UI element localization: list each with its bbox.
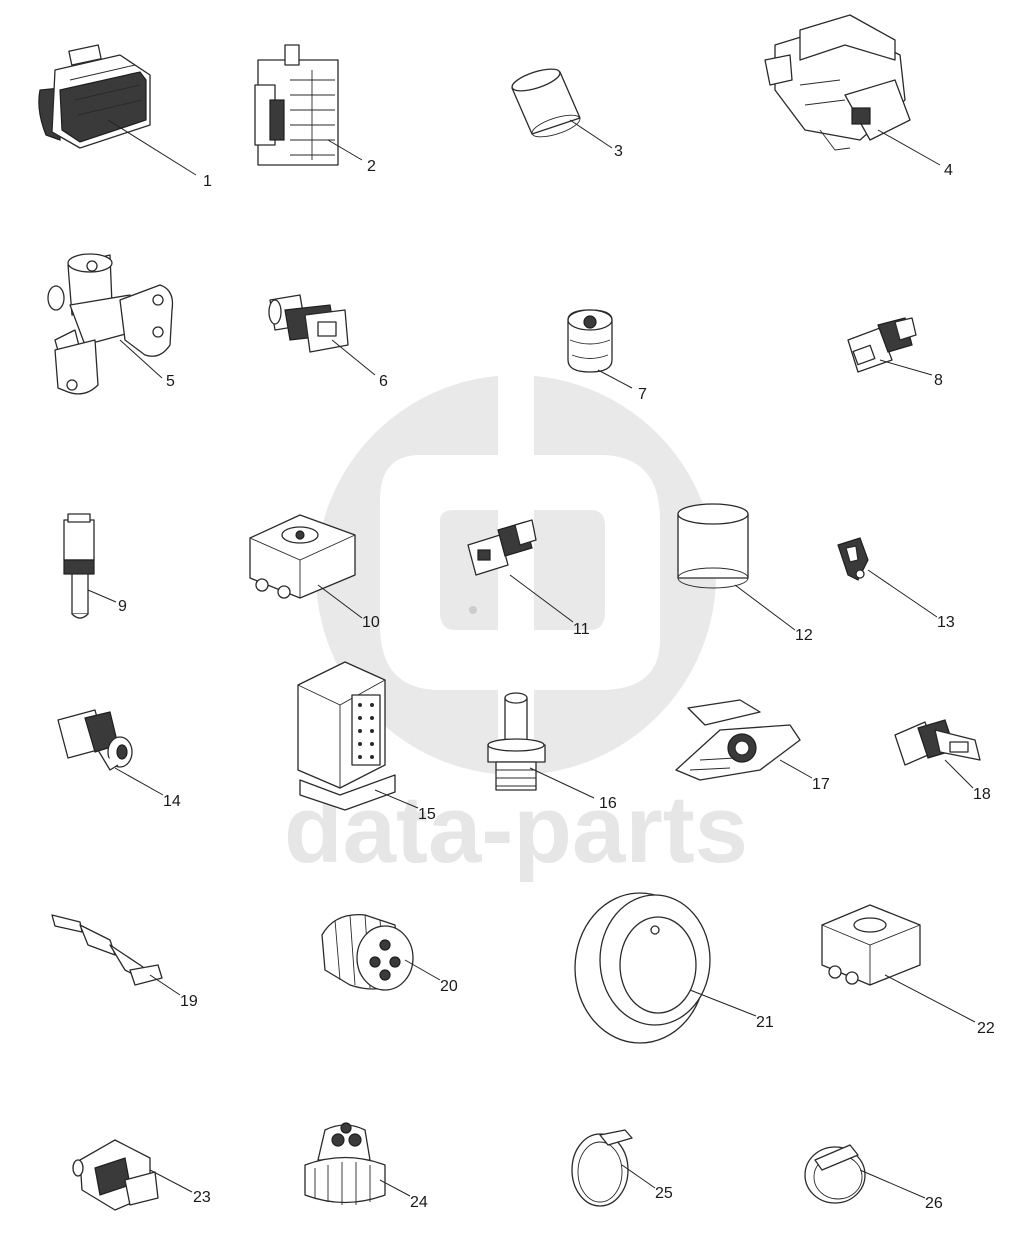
part-2-rect-connector (254, 44, 339, 166)
part-11-small-connector (467, 519, 537, 576)
callout-15: 15 (418, 806, 436, 823)
part-9-sensor (63, 513, 95, 619)
callout-20: 20 (440, 978, 458, 995)
part-19-terminal (51, 914, 163, 986)
part-14-connector (57, 709, 133, 771)
part-13-clip (837, 537, 869, 581)
callout-labels: 1 2 3 4 5 6 7 8 9 10 11 12 13 14 15 16 1… (118, 143, 995, 1212)
callout-10: 10 (362, 614, 380, 631)
callout-6: 6 (379, 373, 388, 390)
callout-25: 25 (655, 1185, 673, 1202)
callout-14: 14 (163, 793, 181, 810)
callout-18: 18 (973, 786, 991, 803)
callout-3: 3 (614, 143, 623, 160)
callout-8: 8 (934, 372, 943, 389)
callout-22: 22 (977, 1020, 995, 1037)
callout-26: 26 (925, 1195, 943, 1212)
leader-lines (87, 119, 976, 1199)
part-4-locking-connector (764, 14, 911, 151)
part-10-coil (249, 514, 356, 599)
part-23-connector (72, 1139, 159, 1211)
callout-24: 24 (410, 1194, 428, 1211)
part-12-sleeve (677, 503, 749, 589)
callout-12: 12 (795, 627, 813, 644)
watermark-logo (316, 360, 716, 790)
part-21-grommet (574, 892, 711, 1044)
part-22-coil (821, 904, 921, 986)
part-7-round-connector (567, 309, 613, 373)
part-6-two-pin-connector (268, 294, 349, 353)
part-25-hose-clamp (571, 1129, 633, 1207)
part-3-sleeve (511, 68, 581, 138)
callout-4: 4 (944, 162, 953, 179)
callout-21: 21 (756, 1014, 774, 1031)
callout-5: 5 (166, 373, 175, 390)
part-20-round-plug (321, 914, 414, 991)
part-26-hose-clamp (804, 1144, 866, 1204)
part-5-valve-with-bracket (47, 253, 174, 395)
callout-7: 7 (638, 386, 647, 403)
callout-19: 19 (180, 993, 198, 1010)
callout-16: 16 (599, 795, 617, 812)
callout-11: 11 (573, 621, 590, 638)
part-15-relay-box (297, 661, 396, 811)
callout-23: 23 (193, 1189, 211, 1206)
part-17-cutter (675, 699, 801, 781)
callout-9: 9 (118, 598, 127, 615)
callout-2: 2 (367, 158, 376, 175)
part-24-knurled-plug (304, 1122, 386, 1205)
callout-17: 17 (812, 776, 830, 793)
part-8-small-connector (847, 317, 917, 373)
part-16-fitting (487, 692, 546, 791)
part-1-connector-housing (38, 44, 151, 149)
callout-1: 1 (203, 173, 212, 190)
part-18-connector (894, 719, 981, 766)
callout-13: 13 (937, 614, 955, 631)
